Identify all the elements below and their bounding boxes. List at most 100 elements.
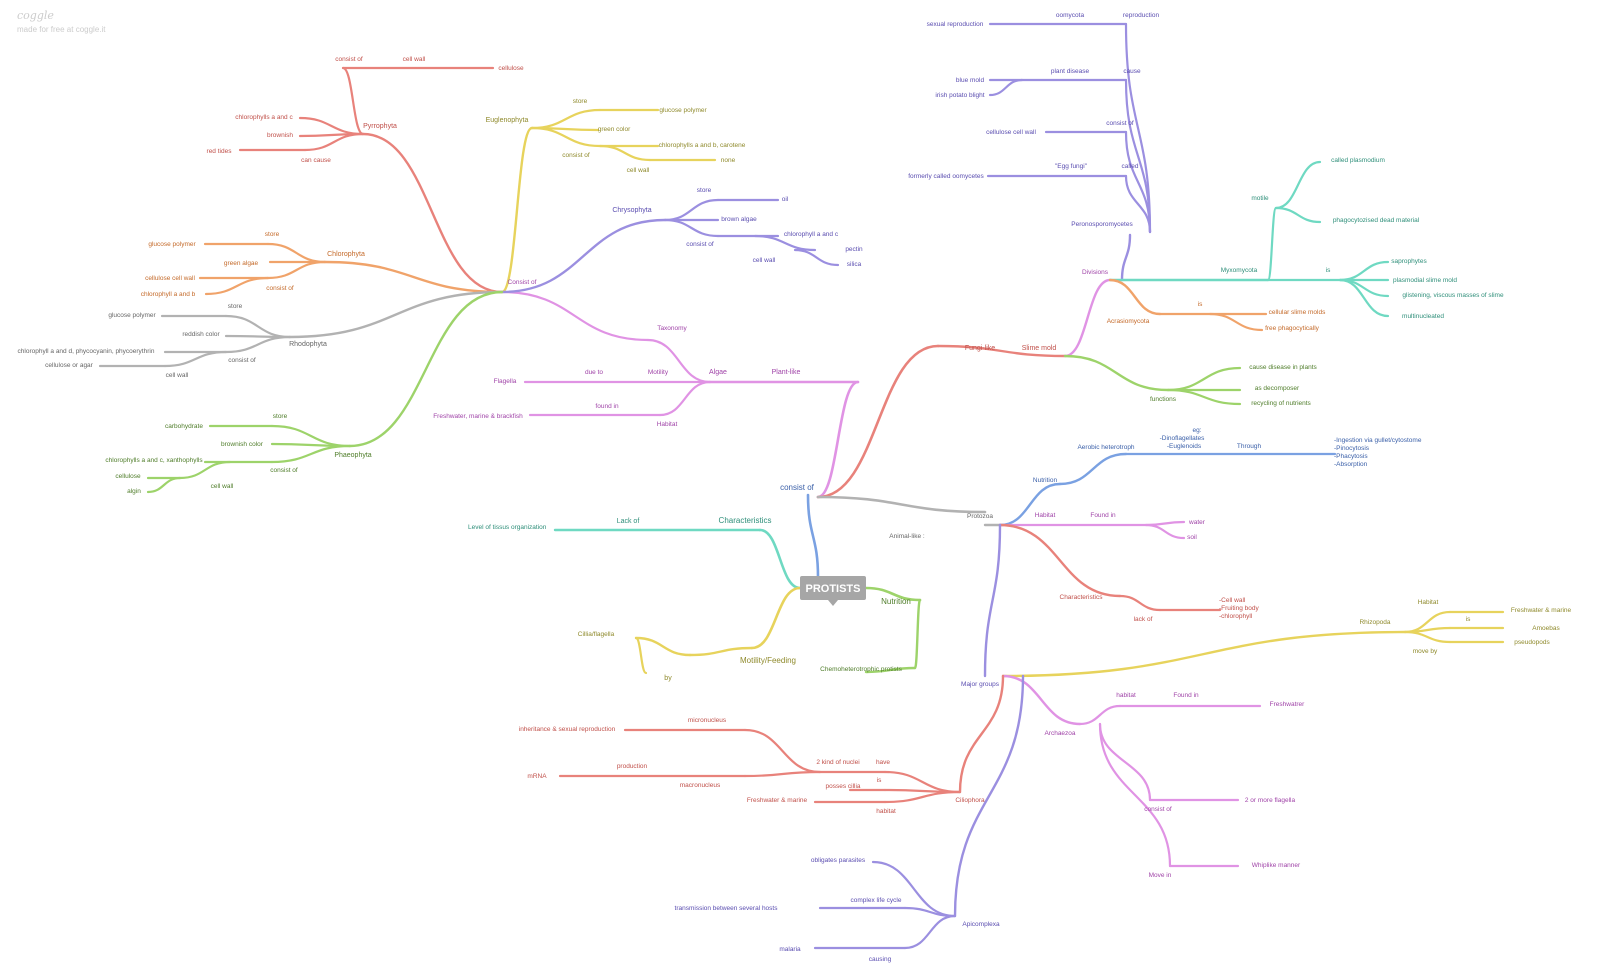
node-pha-consist-of[interactable]: consist of (270, 467, 298, 474)
node-cil-2kind[interactable]: 2 kind of nuclei (816, 759, 859, 766)
node-motility-feeding[interactable]: Motility/Feeding (740, 656, 796, 665)
node-arc-habitat[interactable]: habitat (1116, 692, 1136, 699)
node-cause-disease[interactable]: cause disease in plants (1249, 364, 1317, 371)
node-aerobic[interactable]: Aerobic heterotroph (1077, 444, 1134, 451)
node-oomycota[interactable]: oomycota (1056, 12, 1085, 19)
node-ingestion-4[interactable]: -Absorption (1334, 461, 1368, 468)
node-rho-chloro[interactable]: chlorophyll a and d, phycocyanin, phycoe… (18, 348, 155, 355)
node-lack-of-main[interactable]: Lack of (617, 518, 640, 525)
node-is-myx[interactable]: is (1326, 267, 1331, 274)
node-soil[interactable]: soil (1187, 534, 1197, 541)
node-chr-pectin[interactable]: pectin (845, 246, 863, 253)
node-chr-chloro[interactable]: chlorophyll a and c (784, 231, 839, 238)
node-called[interactable]: called (1122, 163, 1139, 170)
node-lack-3[interactable]: -chlorophyll (1219, 613, 1253, 620)
node-peronos[interactable]: Peronosporomycetes (1071, 221, 1133, 228)
node-ingestion-2[interactable]: -Pinocytosis (1334, 445, 1370, 452)
node-api-complex[interactable]: complex life cycle (851, 897, 902, 904)
node-rhi-move-by[interactable]: move by (1413, 648, 1438, 655)
node-cil-is[interactable]: is (877, 777, 882, 784)
node-char-pro[interactable]: Characteristics (1060, 594, 1104, 601)
node-cause[interactable]: cause (1123, 68, 1141, 75)
node-eug-chloro[interactable]: chlorophylls a and b, carotene (659, 142, 746, 149)
node-rho-agar[interactable]: cellulose or agar (45, 362, 94, 369)
node-pyr-cellulose[interactable]: cellulose (498, 65, 524, 72)
node-phaeophyta[interactable]: Phaeophyta (334, 452, 371, 459)
node-consist-of-alg[interactable]: Consist of (508, 279, 537, 286)
node-called-plasmodium[interactable]: called plasmodium (1331, 157, 1385, 164)
node-chr-cell-wall[interactable]: cell wall (753, 257, 776, 264)
node-api-transmission[interactable]: transmission between several hosts (675, 905, 779, 912)
node-eug-cell-wall[interactable]: cell wall (627, 167, 650, 174)
node-rhizopoda[interactable]: Rhizopoda (1359, 619, 1390, 626)
node-lack-2[interactable]: -Fruiting body (1219, 605, 1259, 612)
node-animal-like[interactable]: Animal-like : (889, 533, 925, 540)
node-chlorophyta[interactable]: Chlorophyta (327, 251, 365, 258)
node-chl-glucose[interactable]: glucose polymer (148, 241, 196, 248)
node-eug-glucose[interactable]: glucose polymer (659, 107, 707, 114)
node-phagocytozised[interactable]: phagocytozised dead material (1333, 217, 1420, 224)
node-consist-of-per[interactable]: consist of (1106, 120, 1134, 127)
node-cil-mrna[interactable]: mRNA (527, 773, 547, 780)
node-cil-micro[interactable]: micronucleus (688, 717, 727, 724)
node-functions[interactable]: functions (1150, 396, 1177, 403)
node-consist-of[interactable]: consist of (780, 483, 815, 492)
node-reproduction[interactable]: reproduction (1123, 12, 1160, 19)
node-freshwater-alg[interactable]: Freshwater, marine & brackfish (433, 413, 523, 420)
node-cellulose-cw[interactable]: cellulose cell wall (986, 129, 1036, 136)
node-chl-cellulose[interactable]: cellulose cell wall (145, 275, 195, 282)
node-free-phago[interactable]: free phagocytically (1265, 325, 1320, 332)
node-pha-chloro[interactable]: chlorophylls a and c, xanthophylls (105, 457, 203, 464)
node-rhodophyta[interactable]: Rhodophyta (289, 341, 327, 348)
node-irish-potato[interactable]: irish potato blight (935, 92, 984, 99)
node-myxomycota[interactable]: Myxomycota (1221, 267, 1258, 274)
node-eug-green[interactable]: green color (598, 126, 631, 133)
node-is-acr[interactable]: is (1198, 301, 1203, 308)
node-api-obligate[interactable]: obligates parasites (811, 857, 866, 864)
node-fungi-like[interactable]: Fungi-like (965, 345, 995, 352)
node-chl-store[interactable]: store (265, 231, 280, 238)
node-chr-consist-of[interactable]: consist of (686, 241, 714, 248)
root-node[interactable]: PROTISTS (800, 576, 866, 606)
node-found-in-pro[interactable]: Found in (1090, 512, 1116, 519)
root-node-box[interactable] (800, 576, 866, 600)
node-cil-production[interactable]: production (617, 763, 648, 770)
node-pyr-can-cause[interactable]: can cause (301, 157, 331, 164)
node-rhi-amoebas[interactable]: Amoebas (1532, 625, 1560, 632)
node-eugl[interactable]: -Euglenoids (1167, 443, 1202, 450)
node-egg-fungi[interactable]: "Egg fungi" (1055, 163, 1088, 170)
node-pyrrophyta[interactable]: Pyrrophyta (363, 123, 397, 130)
node-arc-found-in[interactable]: Found in (1173, 692, 1199, 699)
node-nutrition-pro[interactable]: Nutrition (1033, 477, 1058, 484)
node-chemohetero[interactable]: Chemoheterotrophic protists (820, 666, 902, 673)
node-divisions[interactable]: Divisions (1082, 269, 1109, 276)
node-sexual-repro[interactable]: sexual reproduction (927, 21, 984, 28)
node-eg[interactable]: eg: (1192, 427, 1201, 434)
node-eug-consist-of[interactable]: consist of (562, 152, 590, 159)
node-api-causing[interactable]: causing (869, 956, 892, 963)
node-rhi-pseudo[interactable]: pseudopods (1514, 639, 1550, 646)
node-eug-none[interactable]: none (721, 157, 736, 164)
node-pha-cellulose[interactable]: cellulose (115, 473, 141, 480)
node-arc-move-in[interactable]: Move in (1149, 872, 1172, 879)
node-habitat-alg[interactable]: Habitat (657, 421, 678, 428)
node-chr-store[interactable]: store (697, 187, 712, 194)
node-ingestion-1[interactable]: -Ingestion via gullet/cytostome (1334, 437, 1422, 444)
node-chr-brown[interactable]: brown algae (721, 216, 757, 223)
node-acrasiomycota[interactable]: Acrasiomycota (1107, 318, 1150, 325)
node-chl-chloro[interactable]: chlorophyll a and b (141, 291, 196, 298)
node-api-malaria[interactable]: malaria (779, 946, 801, 953)
node-motile[interactable]: motile (1251, 195, 1269, 202)
node-rhi-habitat[interactable]: Habitat (1418, 599, 1439, 606)
node-cil-posses[interactable]: posses cillia (825, 783, 860, 790)
node-pyr-brownish[interactable]: brownish (267, 132, 293, 139)
node-saprophytes[interactable]: saprophytes (1391, 258, 1427, 265)
node-as-decomposer[interactable]: as decomposer (1255, 385, 1300, 392)
node-taxonomy[interactable]: Taxonomy (657, 325, 687, 332)
node-plant-like[interactable]: Plant-like (772, 369, 801, 376)
node-pyr-chloro[interactable]: chlorophylls a and c (235, 114, 293, 121)
node-ciliophora[interactable]: Ciliophora (955, 797, 985, 804)
node-rho-consist-of[interactable]: consist of (228, 357, 256, 364)
node-formerly[interactable]: formerly called oomycetes (908, 173, 984, 180)
node-flagella-alg[interactable]: Flagella (494, 378, 517, 385)
